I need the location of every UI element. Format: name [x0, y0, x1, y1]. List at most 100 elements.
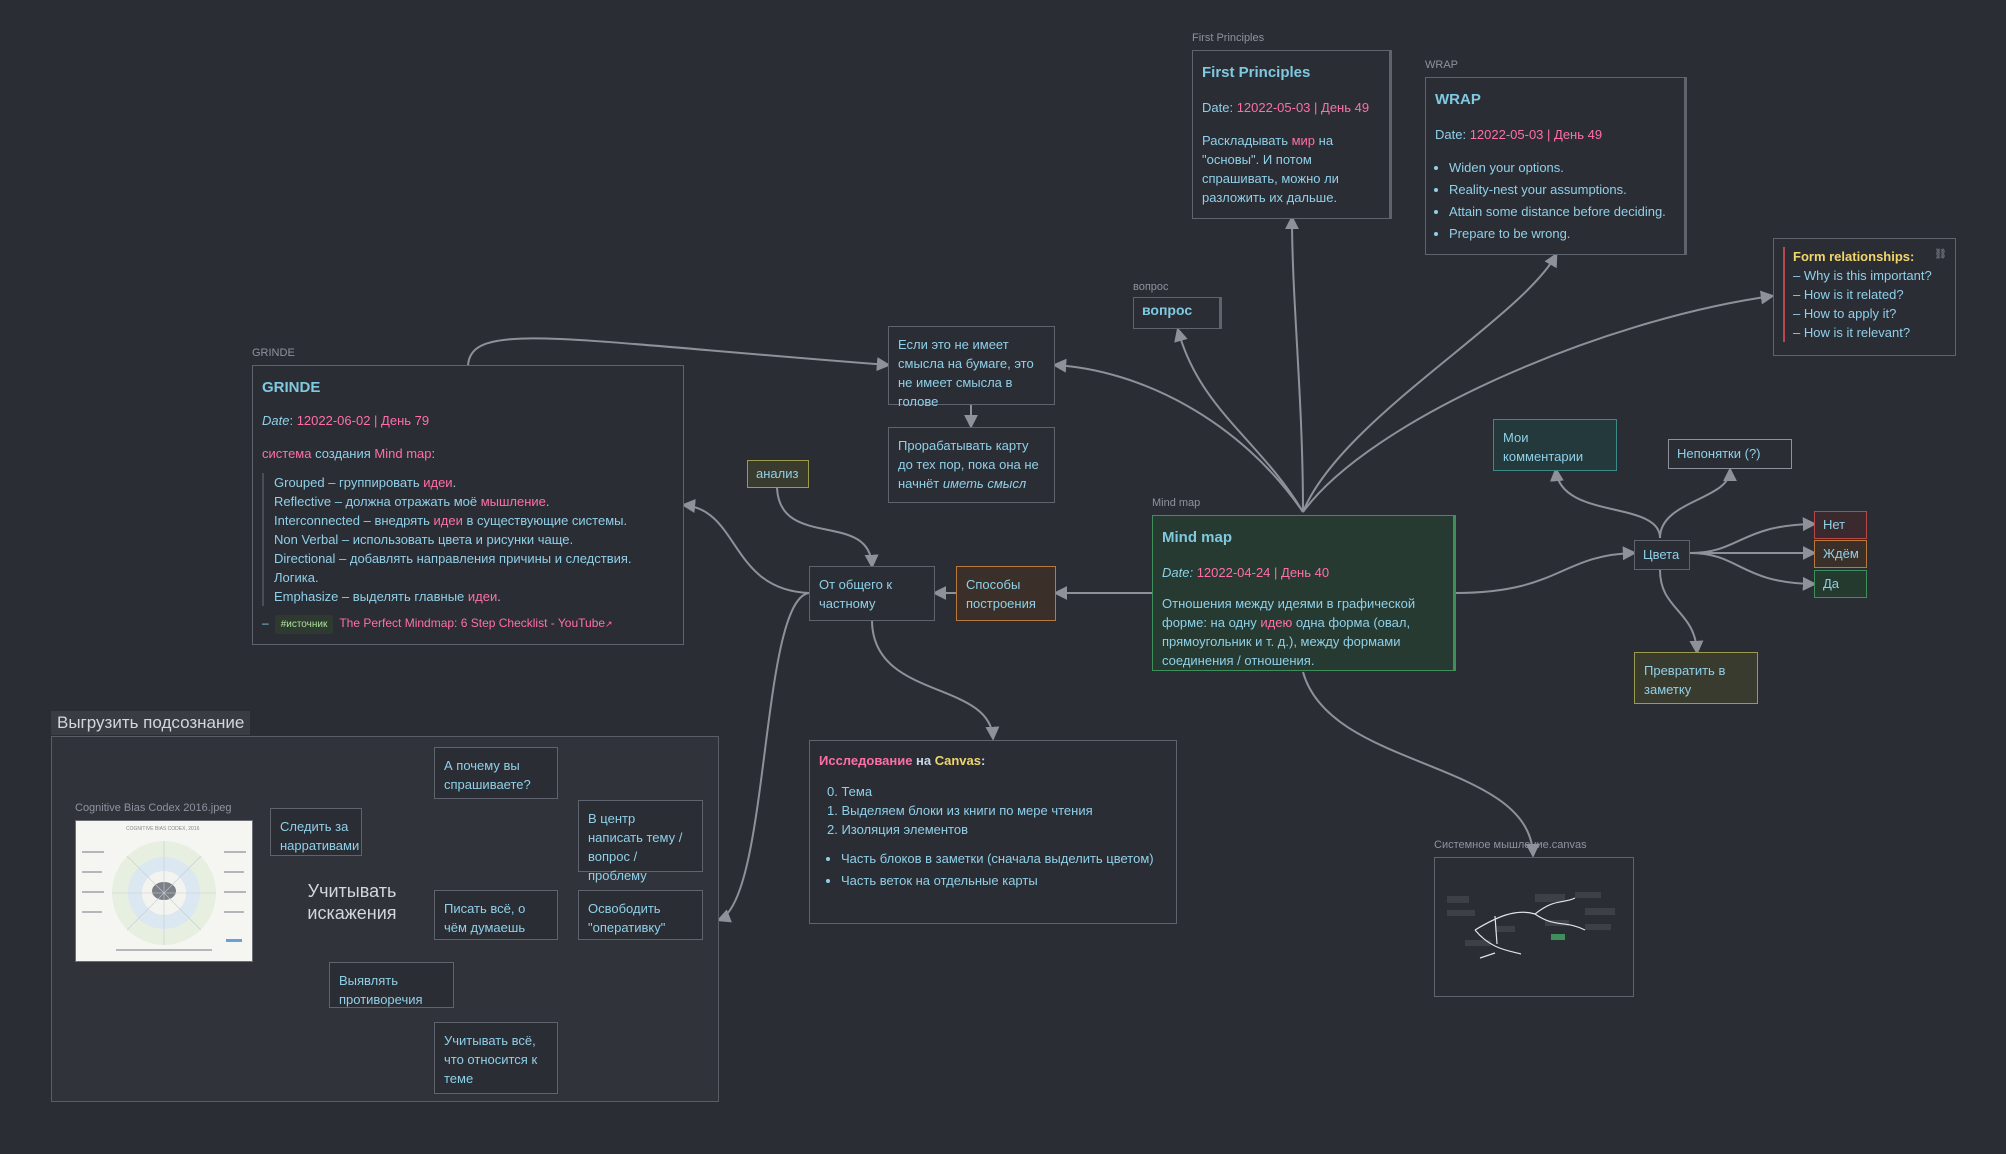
- edge-mindmap-canvasfile: [1302, 671, 1540, 858]
- note-wrap[interactable]: WRAP Date: 12022-05-03 | День 49 Widen y…: [1425, 77, 1687, 255]
- node-label-canvas-file: Системное мышление.canvas: [1434, 839, 1587, 851]
- note-date: Date: 12022-06-02 | День 79: [262, 413, 430, 428]
- note-title: WRAP: [1435, 91, 1481, 108]
- svg-text:COGNITIVE BIAS CODEX, 2016: COGNITIVE BIAS CODEX, 2016: [126, 826, 200, 832]
- note-mind-map[interactable]: Mind map Date: 12022-04-24 | День 40 Отн…: [1152, 515, 1456, 671]
- card-unclear[interactable]: Непонятки (?): [1668, 439, 1792, 469]
- text-consider-distortions[interactable]: Учитывать искажения: [307, 881, 397, 923]
- list-item: Directional – добавлять направления прич…: [274, 551, 632, 585]
- wrap-list: Widen your options. Reality-nest your as…: [1435, 158, 1675, 243]
- card-work-map[interactable]: Прорабатывать карту до тех пор, пока она…: [888, 427, 1055, 503]
- node-label-wrap: WRAP: [1425, 59, 1458, 71]
- bullet-list: Часть блоков в заметки (сначала выделить…: [819, 849, 1167, 890]
- edge-general-research: [871, 619, 1000, 741]
- edge-grinde-nonsense: [467, 337, 891, 372]
- card-general-to-particular[interactable]: От общего к частному: [809, 566, 935, 621]
- edge-mindmap-nonsense: [1052, 358, 1304, 513]
- embed-canvas-file[interactable]: [1434, 857, 1634, 997]
- node-label-mindmap: Mind map: [1152, 497, 1201, 509]
- list-item: Attain some distance before deciding.: [1449, 202, 1675, 221]
- grinde-intro: система создания Mind map:: [262, 446, 436, 461]
- image-preview: COGNITIVE BIAS CODEX, 2016: [82, 826, 246, 951]
- edge-colors-unclear: [1659, 467, 1737, 539]
- edge-colors-tonote: [1659, 569, 1704, 655]
- list-item: – Why is this important?: [1793, 268, 1932, 283]
- note-title: GRINDE: [262, 379, 321, 396]
- edge-mindmap-formrel: [1302, 290, 1775, 513]
- callout-title: Form relationships:: [1793, 249, 1915, 264]
- card-methods[interactable]: Способы построения: [956, 566, 1056, 621]
- card-nonsense[interactable]: Если это не имеет смысла на бумаге, это …: [888, 326, 1055, 409]
- note-date: Date: 12022-05-03 | День 49: [1202, 100, 1370, 115]
- edge-mindmap-vopros: [1174, 327, 1304, 513]
- source-link[interactable]: The Perfect Mindmap: 6 Step Checklist - …: [339, 616, 606, 630]
- canvas-preview-thumbnail: [1447, 892, 1615, 959]
- note-date: Date: 12022-05-03 | День 49: [1435, 127, 1603, 142]
- edge-analiz-general: [776, 487, 879, 569]
- card-write-everything[interactable]: Писать всё, о чём думаешь: [434, 890, 558, 940]
- group-title: Выгрузить подсознание: [51, 711, 251, 735]
- edge-mindmap-firstprinciples: [1285, 215, 1304, 513]
- list-item: Non Verbal – использовать цвета и рисунк…: [274, 532, 574, 547]
- source-tag[interactable]: #источник: [274, 615, 334, 634]
- card-analiz[interactable]: анализ: [747, 460, 809, 488]
- card-no[interactable]: Нет: [1814, 511, 1867, 539]
- list-item: Prepare to be wrong.: [1449, 224, 1675, 243]
- edge-general-grinde: [681, 499, 810, 594]
- list-item: Widen your options.: [1449, 158, 1675, 177]
- list-item: 1. Выделяем блоки из книги по мере чтени…: [827, 803, 1093, 818]
- node-label-vopros: вопрос: [1133, 281, 1169, 293]
- note-body: Отношения между идеями в графической фор…: [1162, 596, 1416, 668]
- card-follow-narratives[interactable]: Следить за нарративами: [270, 808, 362, 856]
- list-item: Часть блоков в заметки (сначала выделить…: [841, 849, 1167, 868]
- edge-colors-yes: [1689, 552, 1817, 591]
- edge-colors-comments: [1549, 467, 1661, 539]
- callout: Form relationships: – Why is this import…: [1783, 247, 1946, 342]
- node-label-grinde: GRINDE: [252, 347, 295, 359]
- list-item: Emphasize – выделять главные идеи.: [274, 589, 501, 604]
- list-item: – How is it related?: [1793, 287, 1904, 302]
- list-item: 0. Тема: [827, 784, 873, 799]
- list-item: Часть веток на отдельные карты: [841, 871, 1167, 890]
- note-body: Раскладывать мир на "основы". И потом сп…: [1202, 133, 1339, 205]
- note-vopros[interactable]: вопрос: [1133, 297, 1222, 329]
- card-find-contradictions[interactable]: Выявлять противоречия: [329, 962, 454, 1008]
- note-title: Исследование на Canvas:: [819, 753, 986, 768]
- list-item: – How is it relevant?: [1793, 325, 1911, 340]
- image-cognitive-bias-codex[interactable]: COGNITIVE BIAS CODEX, 2016: [75, 820, 253, 962]
- list-item: Grouped – группировать идеи.: [274, 475, 457, 490]
- card-wait[interactable]: Ждём: [1814, 540, 1867, 568]
- card-my-comments[interactable]: Мои комментарии: [1493, 419, 1617, 471]
- note-title: First Principles: [1202, 64, 1311, 81]
- note-research-canvas[interactable]: Исследование на Canvas: 0. Тема 1. Выдел…: [809, 740, 1177, 924]
- list-item: 2. Изоляция элементов: [827, 822, 968, 837]
- card-center-topic[interactable]: В центр написать тему / вопрос / проблем…: [578, 800, 703, 883]
- list-item: Reflective – должна отражать моё мышлени…: [274, 494, 550, 509]
- note-grinde[interactable]: GRINDE Date: 12022-06-02 | День 79 систе…: [252, 365, 684, 645]
- external-link-icon: ↗: [605, 619, 613, 629]
- node-label-first-principles: First Principles: [1192, 32, 1265, 44]
- note-title: Mind map: [1162, 529, 1232, 546]
- list-item: Interconnected – внедрять идеи в существ…: [274, 513, 628, 528]
- card-consider-all[interactable]: Учитывать всё, что относится к теме: [434, 1022, 558, 1094]
- edge-general-group: [716, 592, 810, 923]
- grinde-list: Grouped – группировать идеи. Reflective …: [262, 473, 674, 606]
- card-free-ram[interactable]: Освободить "оперативку": [578, 890, 703, 940]
- note-title: вопрос: [1142, 302, 1193, 318]
- card-convert-to-note[interactable]: Превратить в заметку: [1634, 652, 1758, 704]
- note-form-relationships[interactable]: ⛓ Form relationships: – Why is this impo…: [1773, 238, 1956, 356]
- list-item: – How to apply it?: [1793, 306, 1897, 321]
- link-icon[interactable]: ⛓: [1934, 249, 1947, 260]
- card-colors[interactable]: Цвета: [1634, 540, 1690, 570]
- ordered-list: 0. Тема 1. Выделяем блоки из книги по ме…: [819, 782, 1167, 839]
- edge-mindmap-colors: [1454, 546, 1637, 594]
- edge-mindmap-wrap: [1302, 252, 1558, 513]
- card-why-ask[interactable]: А почему вы спрашиваете?: [434, 747, 558, 799]
- list-item: Reality-nest your assumptions.: [1449, 180, 1675, 199]
- note-first-principles[interactable]: First Principles Date: 12022-05-03 | Ден…: [1192, 50, 1392, 219]
- node-label-image: Cognitive Bias Codex 2016.jpeg: [75, 802, 232, 814]
- note-date: Date: 12022-04-24 | День 40: [1162, 565, 1330, 580]
- card-yes[interactable]: Да: [1814, 570, 1867, 598]
